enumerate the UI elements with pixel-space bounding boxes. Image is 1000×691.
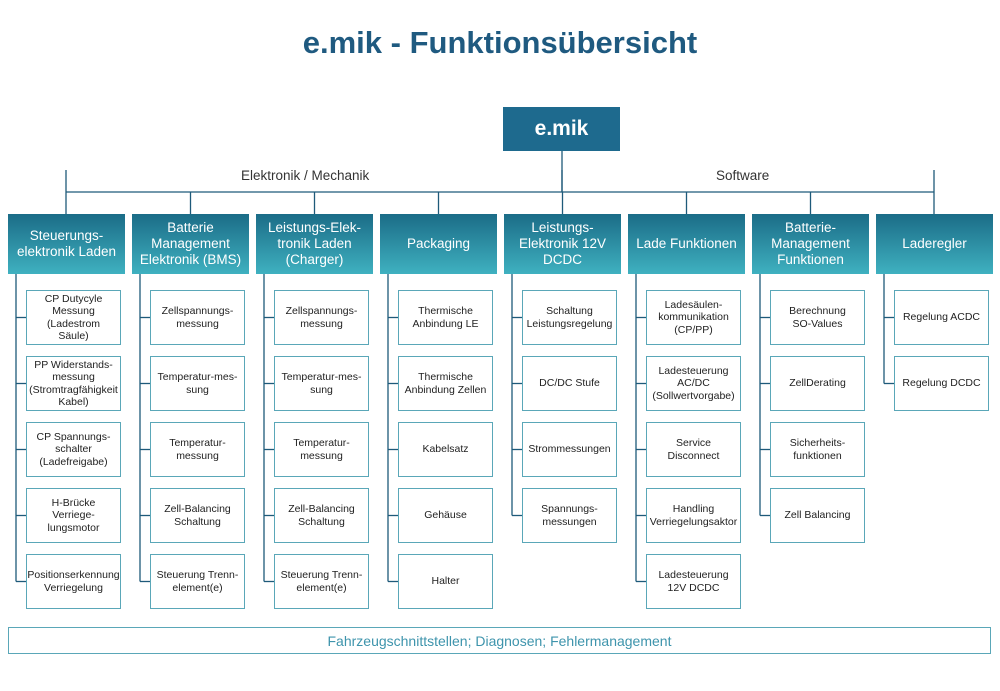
function-box: Schaltung Leistungsregelung xyxy=(522,290,617,345)
function-label: Zell-Balancing Schaltung xyxy=(288,503,355,528)
function-label: Temperatur- messung xyxy=(169,437,226,462)
function-box: ZellDerating xyxy=(770,356,865,411)
function-box: Thermische Anbindung Zellen xyxy=(398,356,493,411)
function-label: Sicherheits- funktionen xyxy=(789,437,846,462)
function-label: Schaltung Leistungsregelung xyxy=(526,305,613,330)
column-header-6: Batterie- Management Funktionen xyxy=(752,214,869,274)
function-label: Berechnung SO-Values xyxy=(789,305,846,330)
function-label: Zellspannungs- messung xyxy=(285,305,358,330)
column-header-0: Steuerungs- elektronik Laden xyxy=(8,214,125,274)
function-box: Steuerung Trenn- element(e) xyxy=(150,554,245,609)
function-label: Zellspannungs- messung xyxy=(161,305,234,330)
function-box: Temperatur-mes- sung xyxy=(274,356,369,411)
function-label: ZellDerating xyxy=(789,377,846,390)
function-label: Steuerung Trenn- element(e) xyxy=(280,569,363,594)
function-label: H-Brücke Verriege- lungsmotor xyxy=(47,496,100,534)
function-label: Thermische Anbindung Zellen xyxy=(404,371,487,396)
function-label: Regelung ACDC xyxy=(902,311,981,324)
function-box: Zellspannungs- messung xyxy=(274,290,369,345)
column-header-label: Laderegler xyxy=(902,236,967,251)
function-label: Temperatur- messung xyxy=(293,437,350,462)
root-node: e.mik xyxy=(503,107,620,151)
function-label: Service Disconnect xyxy=(667,437,720,462)
column-header-1: Batterie Management Elektronik (BMS) xyxy=(132,214,249,274)
function-box: Zell Balancing xyxy=(770,488,865,543)
column-header-4: Leistungs- Elektronik 12V DCDC xyxy=(504,214,621,274)
function-box: Berechnung SO-Values xyxy=(770,290,865,345)
function-label: Positionserkennung Verriegelung xyxy=(27,569,120,594)
function-box: Service Disconnect xyxy=(646,422,741,477)
function-label: Ladesteuerung 12V DCDC xyxy=(658,569,729,594)
function-label: Temperatur-mes- sung xyxy=(157,371,238,396)
column-header-7: Laderegler xyxy=(876,214,993,274)
function-label: Ladesteuerung AC/DC (Sollwertvorgabe) xyxy=(652,364,735,402)
function-box: Strommessungen xyxy=(522,422,617,477)
function-label: Gehäuse xyxy=(424,509,467,522)
function-box: Zell-Balancing Schaltung xyxy=(150,488,245,543)
page-title: e.mik - Funktionsübersicht xyxy=(302,25,698,60)
column-header-label: Batterie- Management Funktionen xyxy=(771,220,850,267)
function-box: Positionserkennung Verriegelung xyxy=(26,554,121,609)
function-box: Regelung DCDC xyxy=(894,356,989,411)
function-box: Ladesteuerung 12V DCDC xyxy=(646,554,741,609)
column-header-label: Packaging xyxy=(406,236,471,251)
function-box: H-Brücke Verriege- lungsmotor xyxy=(26,488,121,543)
column-header-label: Leistungs- Elektronik 12V DCDC xyxy=(518,220,607,267)
function-box: Steuerung Trenn- element(e) xyxy=(274,554,369,609)
function-box: Temperatur- messung xyxy=(150,422,245,477)
column-header-label: Lade Funktionen xyxy=(636,236,737,251)
column-header-3: Packaging xyxy=(380,214,497,274)
function-box: Regelung ACDC xyxy=(894,290,989,345)
function-box: CP Spannungs- schalter (Ladefreigabe) xyxy=(26,422,121,477)
column-header-label: Batterie Management Elektronik (BMS) xyxy=(139,220,242,267)
column-header-5: Lade Funktionen xyxy=(628,214,745,274)
function-label: Handling Verriegelungsaktor xyxy=(649,503,738,528)
function-label: Kabelsatz xyxy=(422,443,469,456)
function-box: Handling Verriegelungsaktor xyxy=(646,488,741,543)
function-box: Thermische Anbindung LE xyxy=(398,290,493,345)
function-box: Temperatur- messung xyxy=(274,422,369,477)
function-label: Zell-Balancing Schaltung xyxy=(164,503,231,528)
function-box: Ladesäulen- kommunikation (CP/PP) xyxy=(646,290,741,345)
branch-label-hardware: Elektronik / Mechanik xyxy=(237,168,374,183)
function-label: Ladesäulen- kommunikation (CP/PP) xyxy=(658,298,729,336)
function-box: Temperatur-mes- sung xyxy=(150,356,245,411)
function-box: Ladesteuerung AC/DC (Sollwertvorgabe) xyxy=(646,356,741,411)
function-box: CP Dutycyle Messung (Ladestrom Säule) xyxy=(26,290,121,345)
function-label: Thermische Anbindung LE xyxy=(412,305,479,330)
function-label: Regelung DCDC xyxy=(902,377,981,390)
column-header-label: Steuerungs- elektronik Laden xyxy=(16,228,117,259)
function-box: PP Widerstands- messung (Stromtragfähigk… xyxy=(26,356,121,411)
function-box: Gehäuse xyxy=(398,488,493,543)
function-box: Halter xyxy=(398,554,493,609)
function-box: Sicherheits- funktionen xyxy=(770,422,865,477)
function-box: Spannungs- messungen xyxy=(522,488,617,543)
column-header-2: Leistungs-Elek- tronik Laden (Charger) xyxy=(256,214,373,274)
function-label: Spannungs- messungen xyxy=(541,503,598,528)
function-label: Temperatur-mes- sung xyxy=(281,371,362,396)
function-box: Kabelsatz xyxy=(398,422,493,477)
function-box: Zell-Balancing Schaltung xyxy=(274,488,369,543)
column-header-label: Leistungs-Elek- tronik Laden (Charger) xyxy=(267,220,362,267)
function-label: CP Spannungs- schalter (Ladefreigabe) xyxy=(36,430,111,468)
function-box: DC/DC Stufe xyxy=(522,356,617,411)
branch-label-software: Software xyxy=(712,168,774,183)
footer-bar: Fahrzeugschnittstellen; Diagnosen; Fehle… xyxy=(8,627,991,654)
function-label: PP Widerstands- messung (Stromtragfähigk… xyxy=(29,358,118,409)
function-label: Strommessungen xyxy=(528,443,611,456)
function-box: Zellspannungs- messung xyxy=(150,290,245,345)
footer-text: Fahrzeugschnittstellen; Diagnosen; Fehle… xyxy=(327,632,672,649)
function-label: Zell Balancing xyxy=(784,509,851,522)
function-label: DC/DC Stufe xyxy=(539,377,600,390)
function-label: Steuerung Trenn- element(e) xyxy=(156,569,239,594)
function-label: Halter xyxy=(431,575,460,588)
function-label: CP Dutycyle Messung (Ladestrom Säule) xyxy=(44,292,103,343)
